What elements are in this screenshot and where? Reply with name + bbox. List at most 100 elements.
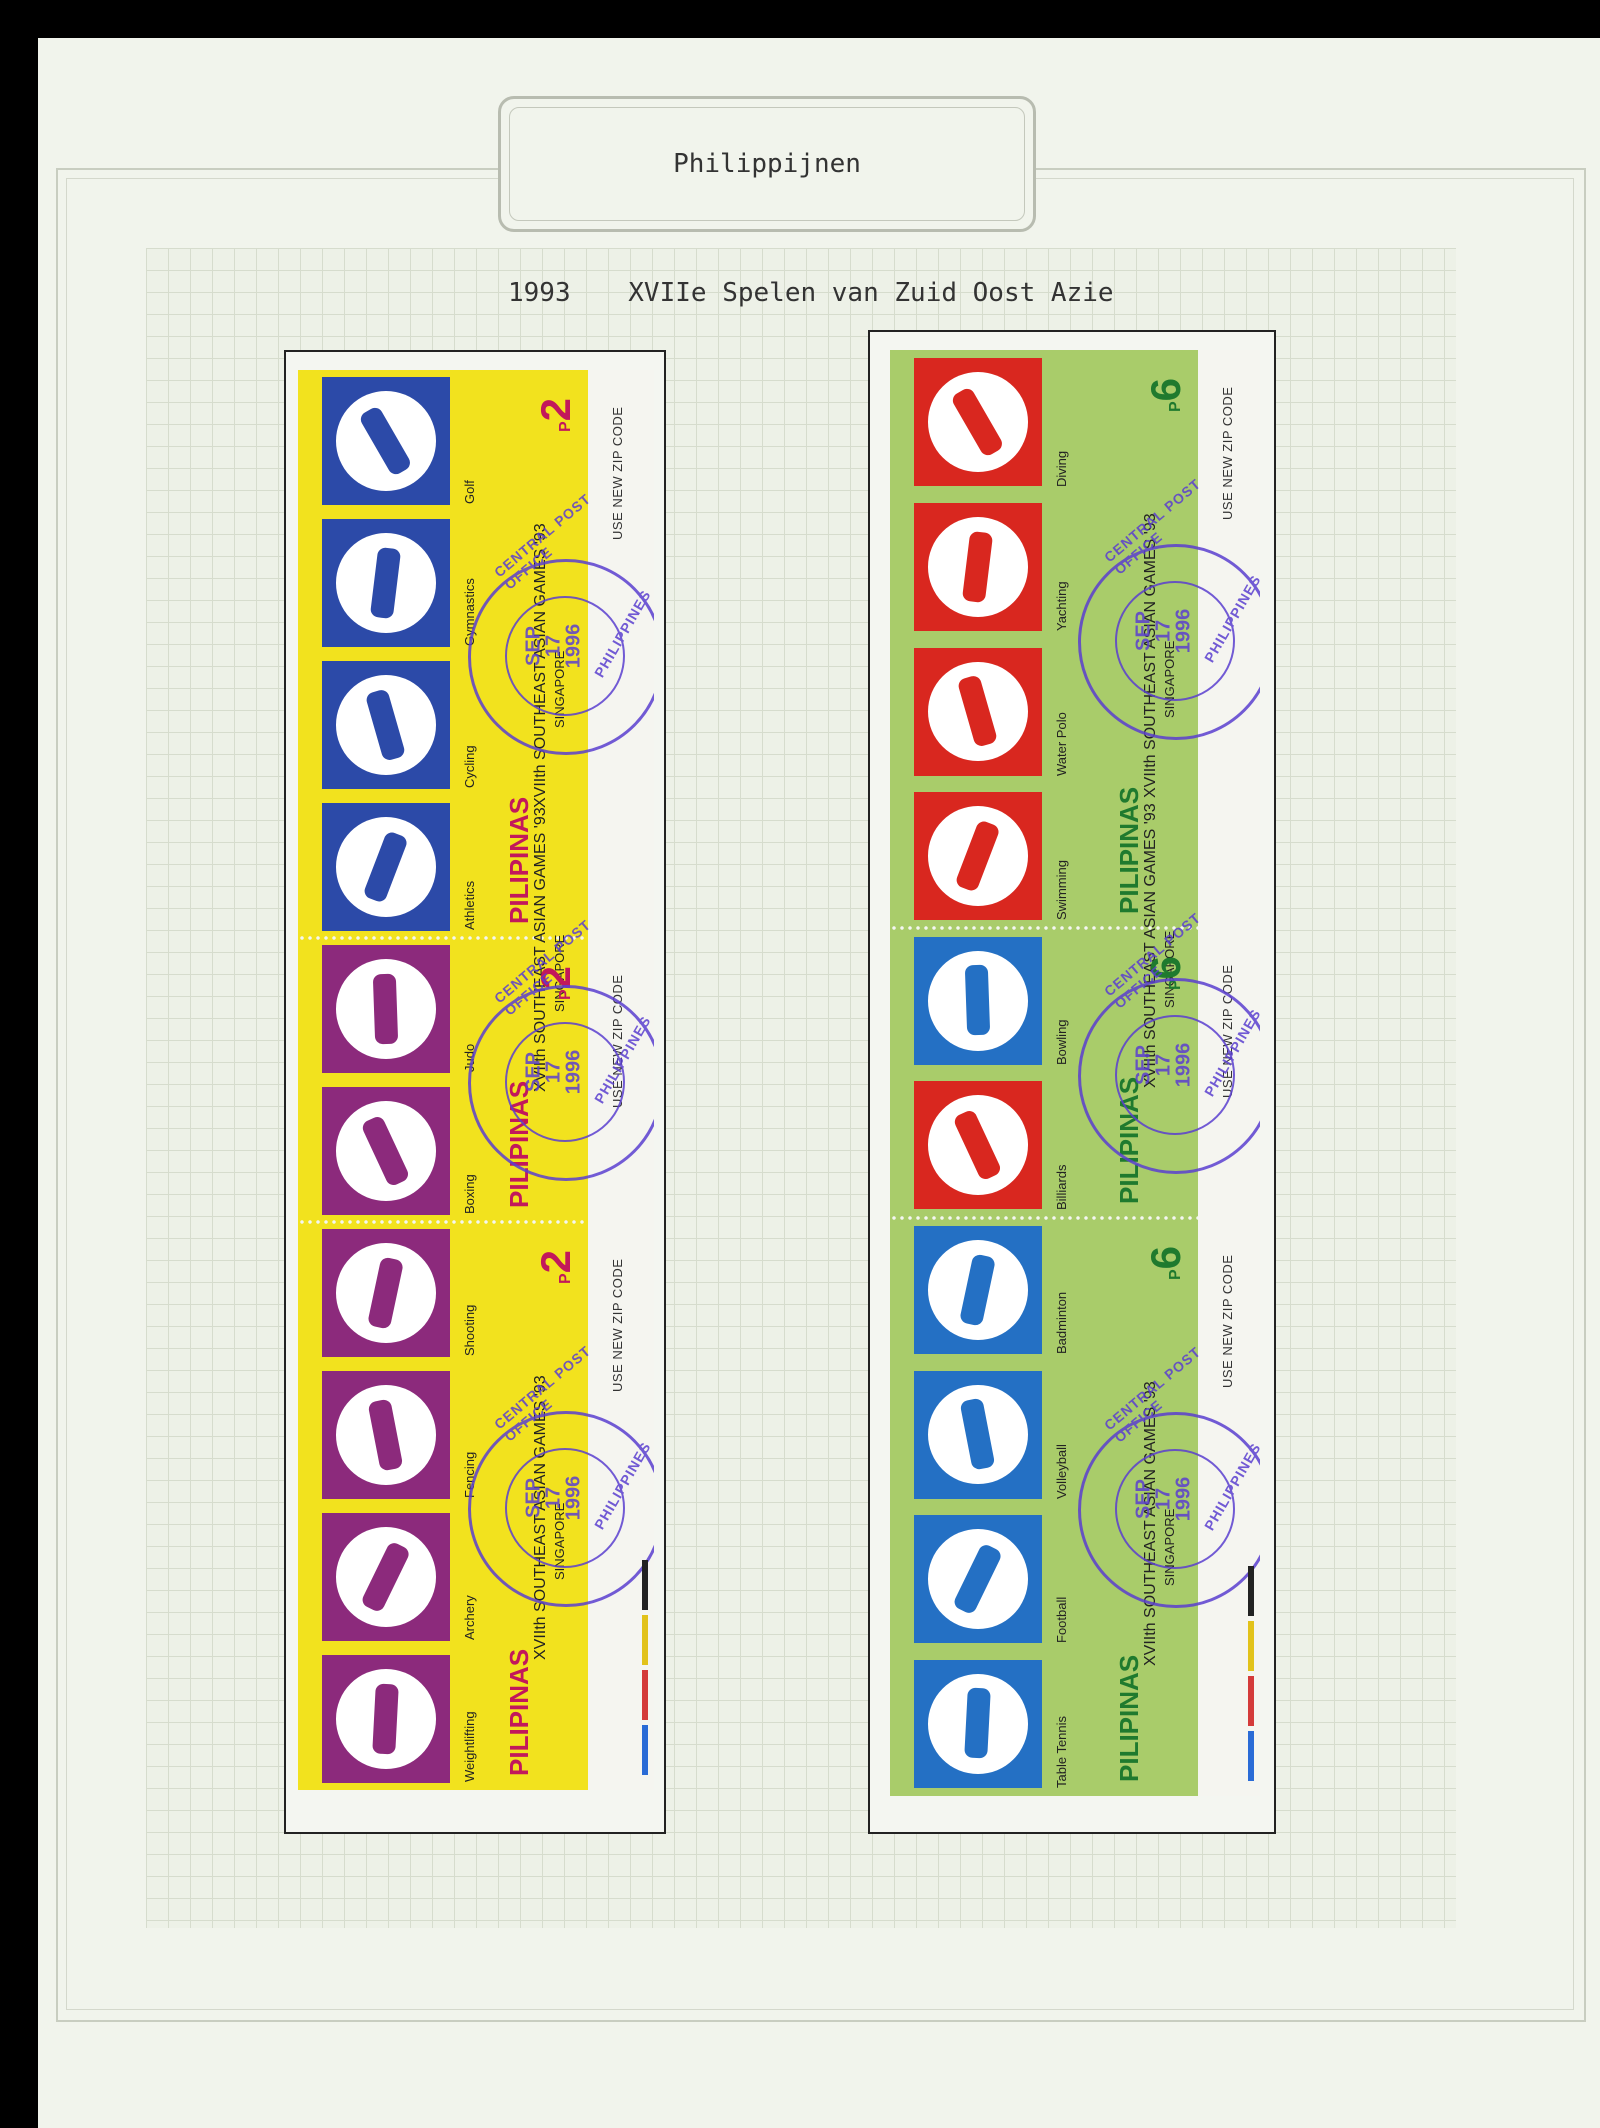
postmark-month: SEP [522, 1477, 545, 1519]
athlete-figure-icon [367, 1256, 405, 1330]
athlete-figure-icon [372, 1683, 400, 1755]
color-register-bar [1248, 1676, 1254, 1726]
perforation [890, 926, 1198, 931]
sport-pictogram [322, 661, 450, 789]
color-register-bar [642, 1560, 648, 1610]
athlete-figure-icon [362, 830, 410, 904]
pictogram-circle [928, 1529, 1028, 1629]
event-label: Yachting [1054, 581, 1069, 632]
pictogram-circle [928, 372, 1028, 473]
pictogram-circle [336, 1101, 436, 1201]
pictogram-circle [336, 391, 436, 491]
postmark-day: 17 [542, 634, 565, 658]
postmark-month: SEP [1132, 1044, 1155, 1086]
sport-pictogram [914, 1370, 1042, 1499]
postmark-inner-ring [505, 1022, 625, 1142]
athlete-figure-icon [952, 1542, 1004, 1616]
postmark-year: 1996 [562, 623, 585, 669]
issue-year: 1993 [508, 278, 571, 308]
event-label: Badminton [1054, 1292, 1069, 1355]
athlete-figure-icon [959, 1253, 997, 1327]
value-prefix: P [557, 421, 574, 432]
sport-pictogram [914, 936, 1042, 1065]
pictogram-circle [336, 959, 436, 1059]
perforation [890, 1215, 1198, 1220]
event-label: Water Polo [1054, 711, 1069, 776]
postmark-month: SEP [522, 625, 545, 667]
pictogram-circle [336, 1385, 436, 1485]
sport-pictogram [322, 1655, 450, 1783]
value-prefix: P [1167, 1268, 1184, 1280]
pictogram-circle [928, 806, 1028, 906]
stamp-value: P2 [532, 398, 580, 432]
page-heading: 1993 XVIIe Spelen van Zuid Oost Azie [508, 278, 1114, 308]
pictogram-circle [336, 1243, 436, 1343]
color-register-bar [1248, 1621, 1254, 1671]
country-name: PILIPINAS [1114, 787, 1144, 915]
postmark-year: 1996 [1172, 1042, 1195, 1088]
pictogram-circle [928, 1673, 1028, 1774]
album-page: Philippijnen 1993 XVIIe Spelen van Zuid … [38, 38, 1600, 2128]
event-label: Volleyball [1054, 1443, 1069, 1499]
sport-pictogram [322, 803, 450, 931]
sport-pictogram [914, 1515, 1042, 1644]
postmark-year: 1996 [562, 1049, 585, 1095]
postmark-year: 1996 [1172, 608, 1195, 654]
value-number: 6 [1142, 377, 1189, 402]
athlete-figure-icon [957, 674, 999, 749]
pictogram-circle [928, 516, 1028, 617]
pictogram-circle [928, 1384, 1028, 1485]
value-number: 2 [532, 1249, 579, 1274]
sport-pictogram [322, 1513, 450, 1641]
sport-pictogram [914, 1081, 1042, 1210]
athlete-figure-icon [373, 973, 399, 1045]
country-name: PILIPINAS [504, 1648, 534, 1776]
sport-pictogram [322, 1371, 450, 1499]
athlete-figure-icon [950, 386, 1006, 459]
pictogram-circle [928, 1095, 1028, 1196]
color-register-bar [1248, 1566, 1254, 1616]
athlete-figure-icon [962, 530, 994, 604]
issue-title: XVIIe Spelen van Zuid Oost Azie [628, 278, 1114, 308]
athlete-figure-icon [964, 1687, 992, 1760]
postmark-inner-ring [505, 1448, 625, 1568]
postmark-year: 1996 [1172, 1476, 1195, 1522]
stamp-value: P6 [1142, 1246, 1190, 1280]
postmark-month: SEP [1132, 611, 1155, 652]
pictogram-circle [336, 817, 436, 917]
pictogram-circle [336, 675, 436, 775]
postmark-day: 17 [1152, 1053, 1175, 1077]
sport-pictogram [322, 519, 450, 647]
event-label: Athletics [462, 880, 477, 930]
pictogram-circle [336, 1527, 436, 1627]
postmark-day: 17 [1152, 1487, 1175, 1510]
pictogram-circle [928, 1239, 1028, 1340]
event-label: Swimming [1054, 860, 1069, 921]
sport-pictogram [914, 647, 1042, 776]
country-label-box: Philippijnen [498, 96, 1036, 232]
event-label: Weightlifting [462, 1711, 477, 1782]
pictogram-circle [928, 661, 1028, 762]
country-title: Philippijnen [673, 149, 861, 179]
postmark-inner-ring [505, 596, 625, 716]
event-label: Football [1054, 1597, 1069, 1644]
pictogram-circle [928, 950, 1028, 1051]
event-label: Archery [462, 1595, 477, 1640]
sport-pictogram [914, 358, 1042, 487]
sport-pictogram [914, 1225, 1042, 1354]
sport-pictogram [914, 502, 1042, 631]
postmark-inner-ring [1115, 581, 1235, 702]
postmark-year: 1996 [562, 1475, 585, 1521]
sport-pictogram [322, 1087, 450, 1215]
